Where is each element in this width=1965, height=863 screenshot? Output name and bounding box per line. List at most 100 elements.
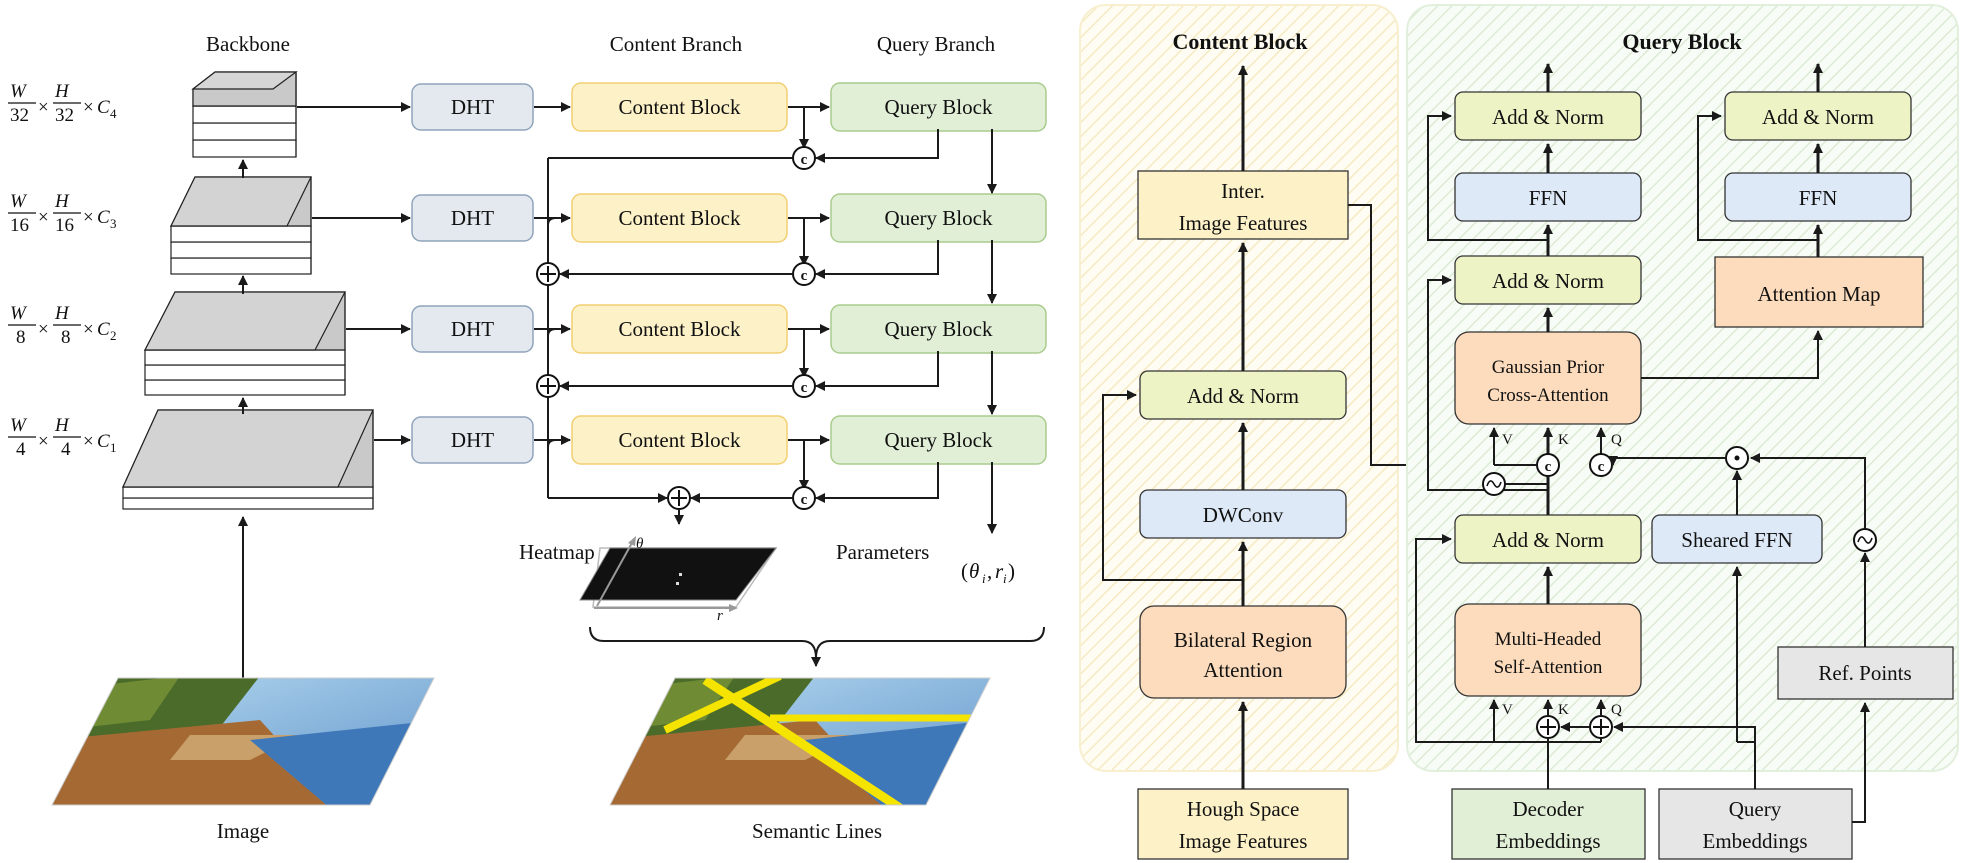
add-circle [536,374,560,398]
svg-text:×: × [38,431,49,452]
heatmap-label: Heatmap [519,540,595,564]
dht-box-label: DHT [451,317,494,341]
gaussian-cross-attention-box [1454,331,1642,425]
curly-brace [589,626,1045,659]
content-block-box: Content Block [571,415,788,465]
gaussian-line1: Gaussian Prior [1492,357,1605,378]
hough-features-line2: Image Features [1179,829,1308,853]
positional-encoding-icon [1853,528,1877,552]
query-block-title: Query Block [1622,29,1742,54]
concat-circle: c [792,146,816,170]
dht-box-label: DHT [451,95,494,119]
query-block-detail: Query Block Add & Norm FFN Add & Norm Ga… [1406,4,1959,860]
svg-text:C: C [97,431,110,452]
query-ffn-label: FFN [1529,186,1568,210]
content-block-box-label: Content Block [619,428,741,452]
svg-text:W: W [10,81,28,102]
svg-text:W: W [10,191,28,212]
content-block-detail: Content Block Inter. Image Features Add … [1079,4,1536,860]
query-add-norm-mid-label: Add & Norm [1492,269,1604,293]
feature-stack-c2 [144,291,346,396]
query-emb-line2: Embeddings [1703,829,1808,853]
svg-text:c: c [801,152,808,168]
query-branch-header: Query Branch [877,32,996,56]
overview-panel: Backbone Content Branch Query Branch W32… [8,32,1047,843]
query-add-norm-low-label: Add & Norm [1492,528,1604,552]
svg-text:H: H [54,415,70,436]
svg-text:×: × [38,319,49,340]
svg-text:H: H [54,81,70,102]
svg-text:c: c [801,492,808,508]
svg-text:16: 16 [10,215,29,236]
query-block-box-label: Query Block [885,317,993,341]
dht-box: DHT [411,83,534,131]
attention-map-label: Attention Map [1757,282,1880,306]
svg-text:C: C [97,319,110,340]
multiply-circle [1725,446,1749,470]
bilateral-attention-box [1139,605,1347,699]
concat-circle: c [792,486,816,510]
svg-text:θ: θ [969,559,979,583]
feature-stack-c1 [122,409,374,510]
svg-text:i: i [982,571,986,586]
svg-text:2: 2 [110,328,117,343]
concat-circle: c [792,262,816,286]
hough-features-line1: Hough Space [1187,797,1300,821]
concat-circle: c [1536,453,1560,477]
svg-text:32: 32 [10,105,29,126]
attn-add-norm-label: Add & Norm [1762,105,1874,129]
svg-text:C: C [97,97,110,118]
query-add-norm-top-label: Add & Norm [1492,105,1604,129]
dht-box-label: DHT [451,206,494,230]
semantic-lines-image [609,677,991,806]
concat-circle: c [792,374,816,398]
svg-text:8: 8 [61,327,71,348]
feature-stack-c4 [191,71,298,158]
svg-text:×: × [83,431,94,452]
content-block-box: Content Block [571,82,788,132]
heatmap: Heatmap θ r [519,536,778,624]
svg-text:×: × [83,97,94,118]
mhsa-v-label: V [1502,702,1513,718]
r-axis-label: r [717,608,723,624]
dht-box: DHT [411,305,534,353]
svg-text:1: 1 [110,440,117,455]
svg-text:×: × [83,319,94,340]
svg-text:4: 4 [61,439,71,460]
svg-text:H: H [54,191,70,212]
svg-text:i: i [1003,571,1007,586]
svg-text:×: × [83,207,94,228]
mhsa-line2: Self-Attention [1494,657,1603,678]
sheared-ffn-label: Sheared FFN [1681,528,1792,552]
svg-text:×: × [38,207,49,228]
concat-circle: c [1589,453,1613,477]
theta-axis-label: θ [636,536,644,552]
svg-text:c: c [1598,459,1605,475]
content-block-box-label: Content Block [619,206,741,230]
svg-text:3: 3 [110,216,117,231]
svg-text:c: c [801,380,808,396]
svg-text:W: W [10,303,28,324]
svg-text:(: ( [961,559,968,583]
inter-features-line2: Image Features [1179,211,1308,235]
content-block-box-label: Content Block [619,317,741,341]
positional-encoding-icon [1482,472,1506,496]
image-label: Image [217,819,269,843]
query-block-box: Query Block [830,304,1047,354]
backbone-header: Backbone [206,32,290,56]
content-add-norm-label: Add & Norm [1187,384,1299,408]
content-block-box-label: Content Block [619,95,741,119]
add-circle [536,262,560,286]
query-block-box: Query Block [830,82,1047,132]
svg-text:,: , [987,559,992,583]
svg-text:8: 8 [16,327,26,348]
mhsa-q-label: Q [1611,702,1622,718]
bilateral-attention-line2: Attention [1203,658,1283,682]
attn-ffn-label: FFN [1799,186,1838,210]
decoder-embeddings-box [1451,788,1646,860]
